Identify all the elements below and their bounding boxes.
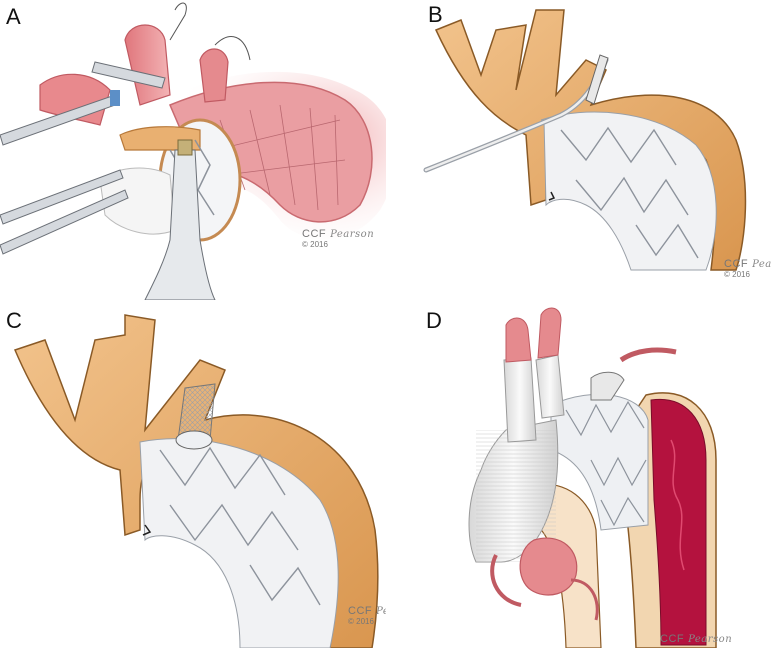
artist-signature: Pearson — [688, 634, 733, 645]
native-subclavian — [537, 307, 562, 359]
native-carotid — [505, 317, 532, 363]
copyright-year: © 2016 — [724, 270, 750, 279]
copyright-year: © 2016 — [302, 240, 328, 249]
illustration-stent-graft-with-catheter — [423, 9, 747, 271]
branch-tube-graft-2 — [535, 354, 565, 419]
stent-zigzag — [565, 400, 647, 527]
left-carotid — [199, 48, 229, 103]
branch-stent — [585, 54, 609, 105]
artist-signature: Pearson — [376, 606, 386, 617]
aortic-arch — [169, 81, 373, 223]
false-lumen-thrombus — [650, 398, 707, 646]
stent-zigzag — [560, 126, 699, 259]
stent-graft-lumen — [139, 438, 339, 648]
stent-graft-lumen — [540, 111, 717, 271]
delivery-device — [144, 149, 216, 300]
surgical-clamps — [0, 61, 166, 255]
aortic-root — [519, 537, 578, 596]
copyright-year: © 2016 — [348, 617, 374, 626]
panel-label: B — [428, 2, 443, 27]
brachiocephalic-artery — [124, 24, 171, 106]
branch-tube-graft — [503, 357, 537, 443]
panel-label: D — [426, 308, 442, 333]
branch-covered-stent — [590, 371, 625, 401]
artist-signature: Pearson — [752, 259, 772, 270]
illustration-branch-stent-deployed — [13, 314, 379, 648]
illustration-open-arch-deployment — [0, 2, 386, 300]
panel-label: C — [6, 308, 22, 333]
illustration-completed-repair — [468, 307, 717, 648]
panel-label: A — [6, 4, 21, 29]
stent-zigzag — [159, 446, 321, 606]
artist-signature: Pearson — [330, 229, 375, 240]
